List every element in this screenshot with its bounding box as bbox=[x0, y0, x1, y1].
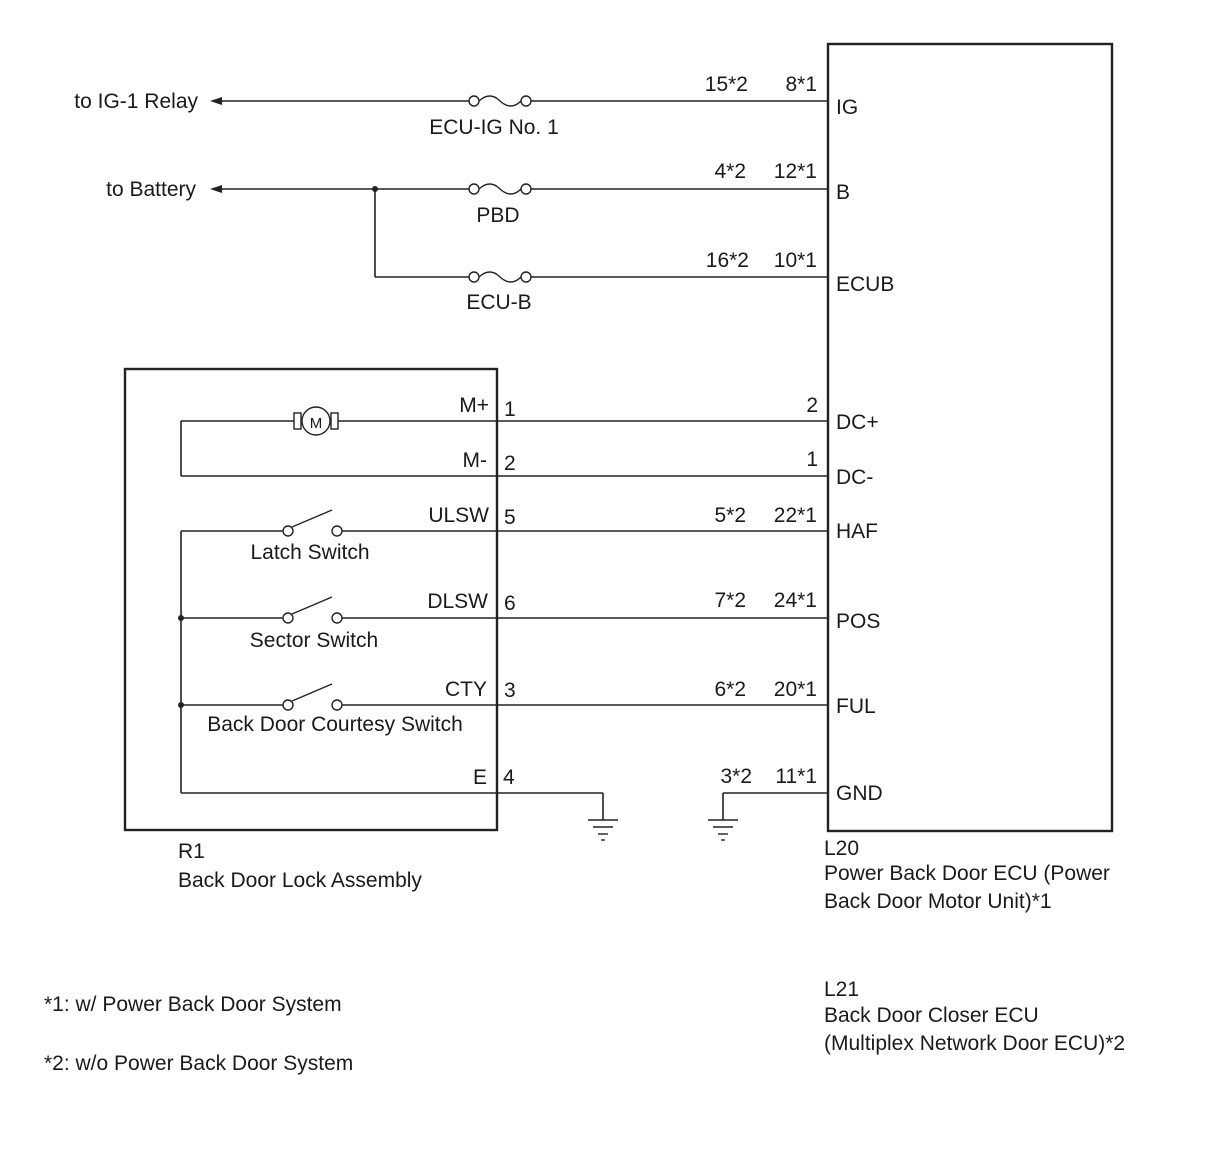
haf-terminal: HAF bbox=[836, 520, 878, 543]
gnd-terminal: GND bbox=[836, 782, 883, 805]
footnote-1: *1: w/ Power Back Door System bbox=[44, 993, 342, 1016]
b-circuit: to Battery PBD 4*2 12*1 B bbox=[106, 160, 850, 227]
footnote-2: *2: w/o Power Back Door System bbox=[44, 1052, 353, 1075]
ig-fuse-label: ECU-IG No. 1 bbox=[429, 116, 559, 139]
pos-pin-l21: 7*2 bbox=[714, 589, 746, 612]
l21-name-line1: Back Door Closer ECU bbox=[824, 1004, 1039, 1027]
footnotes: *1: w/ Power Back Door System *2: w/o Po… bbox=[44, 993, 353, 1075]
motor-circuit: M M+ 1 2 DC+ M- 2 1 DC- bbox=[180, 394, 879, 489]
ful-circuit: Back Door Courtesy Switch CTY 3 6*2 20*1… bbox=[181, 678, 876, 736]
ecub-pin-l20: 10*1 bbox=[774, 249, 817, 272]
ecub-circuit: ECU-B 16*2 10*1 ECUB bbox=[374, 189, 894, 314]
haf-pin-l20: 22*1 bbox=[774, 504, 817, 527]
ful-switch-label: Back Door Courtesy Switch bbox=[207, 713, 463, 736]
pos-r1-pin: 6 bbox=[504, 592, 516, 615]
ig-circuit: to IG-1 Relay ECU-IG No. 1 15*2 8*1 IG bbox=[74, 73, 858, 139]
ig-pin-l20: 8*1 bbox=[785, 73, 817, 96]
b-terminal: B bbox=[836, 181, 850, 204]
switch-icon bbox=[282, 683, 343, 711]
b-pin-l21: 4*2 bbox=[714, 160, 746, 183]
haf-r1-label: ULSW bbox=[428, 504, 489, 527]
haf-switch-label: Latch Switch bbox=[250, 541, 369, 564]
r1-id: R1 bbox=[178, 840, 205, 863]
dcp-terminal: DC+ bbox=[836, 411, 879, 434]
ful-pin-l20: 20*1 bbox=[774, 678, 817, 701]
l20-label-block: L20 Power Back Door ECU (Power Back Door… bbox=[824, 837, 1110, 913]
fuse-icon bbox=[478, 271, 522, 283]
haf-pin-l21: 5*2 bbox=[714, 504, 746, 527]
fuse-icon bbox=[478, 183, 522, 195]
dcm-ecu-pin: 1 bbox=[806, 448, 818, 471]
gnd-circuit: E 4 3*2 11*1 GND bbox=[181, 765, 883, 841]
arrow-left-icon bbox=[210, 97, 222, 105]
pos-terminal: POS bbox=[836, 610, 880, 633]
ecub-pin-l21: 16*2 bbox=[706, 249, 749, 272]
l21-id: L21 bbox=[824, 978, 859, 1001]
gnd-r1-label: E bbox=[473, 766, 487, 789]
motor-icon: M bbox=[293, 406, 339, 436]
gnd-pin-l21: 3*2 bbox=[720, 765, 752, 788]
arrow-left-icon bbox=[210, 185, 222, 193]
l21-name-line2: (Multiplex Network Door ECU)*2 bbox=[824, 1032, 1125, 1055]
fuse-icon bbox=[478, 95, 522, 107]
switch-common-bus bbox=[178, 531, 184, 793]
b-pin-l20: 12*1 bbox=[774, 160, 817, 183]
pos-pin-l20: 24*1 bbox=[774, 589, 817, 612]
haf-circuit: Latch Switch ULSW 5 5*2 22*1 HAF bbox=[181, 504, 878, 564]
ig-destination: to IG-1 Relay bbox=[74, 90, 198, 113]
dcm-r1-pin: 2 bbox=[504, 452, 516, 475]
ig-terminal: IG bbox=[836, 96, 858, 119]
l21-label-block: L21 Back Door Closer ECU (Multiplex Netw… bbox=[824, 978, 1125, 1055]
motor-symbol: M bbox=[310, 415, 323, 432]
r1-name: Back Door Lock Assembly bbox=[178, 869, 422, 892]
r1-box bbox=[123, 367, 499, 832]
b-destination: to Battery bbox=[106, 178, 196, 201]
ground-icon bbox=[588, 819, 618, 841]
ecub-terminal: ECUB bbox=[836, 273, 894, 296]
ig-pin-l21: 15*2 bbox=[705, 73, 748, 96]
dcp-ecu-pin: 2 bbox=[806, 394, 818, 417]
dcp-r1-label: M+ bbox=[459, 394, 489, 417]
pos-switch-label: Sector Switch bbox=[250, 629, 378, 652]
pos-r1-label: DLSW bbox=[427, 590, 488, 613]
haf-r1-pin: 5 bbox=[504, 506, 516, 529]
dcm-terminal: DC- bbox=[836, 466, 873, 489]
l20-name-line2: Back Door Motor Unit)*1 bbox=[824, 890, 1052, 913]
pos-circuit: Sector Switch DLSW 6 7*2 24*1 POS bbox=[181, 589, 880, 652]
l20-id: L20 bbox=[824, 837, 859, 860]
r1-label-block: R1 Back Door Lock Assembly bbox=[178, 840, 422, 892]
ground-icon bbox=[708, 819, 738, 841]
switch-icon bbox=[282, 596, 343, 624]
switch-icon bbox=[282, 509, 343, 537]
ecub-fuse-label: ECU-B bbox=[466, 291, 531, 314]
gnd-pin-l20: 11*1 bbox=[775, 765, 817, 788]
ful-r1-pin: 3 bbox=[504, 679, 516, 702]
gnd-r1-pin: 4 bbox=[503, 766, 515, 789]
l20-name-line1: Power Back Door ECU (Power bbox=[824, 862, 1110, 885]
b-fuse-label: PBD bbox=[476, 204, 519, 227]
ful-pin-l21: 6*2 bbox=[714, 678, 746, 701]
ful-terminal: FUL bbox=[836, 695, 876, 718]
dcp-r1-pin: 1 bbox=[504, 398, 516, 421]
dcm-r1-label: M- bbox=[463, 449, 488, 472]
ecu-box bbox=[826, 42, 1114, 833]
ful-r1-label: CTY bbox=[445, 678, 487, 701]
